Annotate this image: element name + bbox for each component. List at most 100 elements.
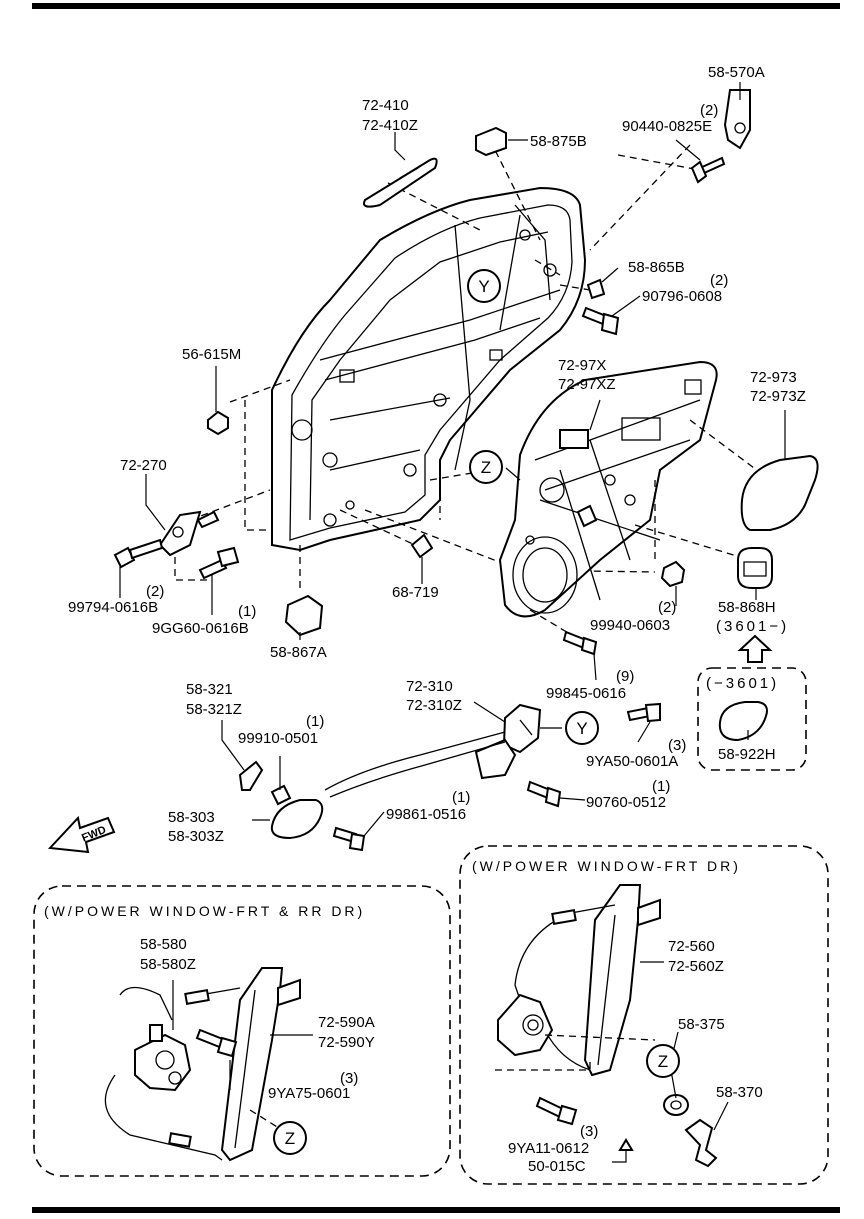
fwd-arrow-icon <box>47 815 116 854</box>
motor-58-580 <box>134 1024 192 1092</box>
screw-9YA75 <box>195 1028 238 1058</box>
label-90760: 90760-0512 <box>586 794 666 811</box>
door-lock-72-310 <box>474 703 542 780</box>
box-title-frt: (W/POWER WINDOW-FRT DR) <box>472 858 741 874</box>
door-inner-panel <box>271 186 587 552</box>
bezel-58-303 <box>270 799 324 840</box>
label-9YA75-qty: (3) <box>340 1070 358 1087</box>
plug-58-922H <box>718 701 768 742</box>
window-regulator-module-plate <box>498 360 718 618</box>
pad-58-875B <box>475 126 507 157</box>
label-99845: 99845-0616 <box>546 685 626 702</box>
svg-text:Z: Z <box>285 1129 295 1148</box>
part-labels: 58-570A (2) 90440-0825E 72-410 72-410Z 5… <box>68 64 806 1175</box>
label-9YA11-qty: (3) <box>580 1123 598 1140</box>
label-58-303: 58-303 <box>168 809 215 826</box>
label-9YA50: 9YA50-0601A <box>586 753 678 770</box>
bracket-50-015C <box>612 1148 627 1163</box>
label-58-868H-range: (3601−) <box>716 618 789 635</box>
label-72-973Z: 72-973Z <box>750 388 806 405</box>
label-58-303Z: 58-303Z <box>168 828 224 845</box>
lock-bracket-72-270 <box>158 510 220 557</box>
label-58-875B: 58-875B <box>530 133 587 150</box>
label-99910: 99910-0501 <box>238 730 318 747</box>
label-72-97X: 72-97X <box>558 357 606 374</box>
label-58-868H: 58-868H <box>718 599 776 616</box>
box-power-window-frt-rr <box>33 885 451 1177</box>
outer-handle <box>363 157 438 208</box>
label-90796-qty: (2) <box>710 272 728 289</box>
label-50-015C: 50-015C <box>528 1158 586 1175</box>
label-72-590A: 72-590A <box>318 1014 375 1031</box>
screw-99861 <box>332 826 366 852</box>
screw-99845 <box>562 630 598 656</box>
label-90760-qty: (1) <box>652 778 670 795</box>
label-90796: 90796-0608 <box>642 288 722 305</box>
callout-z-module: Z <box>469 450 503 484</box>
label-99861: 99861-0516 <box>386 806 466 823</box>
svg-text:Z: Z <box>481 458 491 477</box>
label-99940: 99940-0603 <box>590 617 670 634</box>
clip-58-581 <box>576 504 598 528</box>
bolt-9GG60 <box>198 546 240 580</box>
label-9GG60-qty: (1) <box>238 603 256 620</box>
plug-58-868H <box>737 547 773 589</box>
callout-z-left: Z <box>273 1121 307 1155</box>
label-58-580: 58-580 <box>140 936 187 953</box>
label-58-865B: 58-865B <box>628 259 685 276</box>
manual-gear-50-015C <box>497 993 554 1057</box>
label-72-560: 72-560 <box>668 938 715 955</box>
screw-9YA11 <box>535 1096 578 1126</box>
label-58-867A: 58-867A <box>270 644 327 661</box>
label-68-719: 68-719 <box>392 584 439 601</box>
label-9YA75: 9YA75-0601 <box>268 1085 350 1102</box>
inner-handle-58-321 <box>238 760 264 791</box>
label-99794-qty: (2) <box>146 583 164 600</box>
label-9GG60: 9GG60-0616B <box>152 620 249 637</box>
svg-text:Y: Y <box>478 277 489 296</box>
label-58-321Z: 58-321Z <box>186 701 242 718</box>
label-58-570A: 58-570A <box>708 64 765 81</box>
label-72-270: 72-270 <box>120 457 167 474</box>
nut-99940 <box>660 560 686 588</box>
clip-58-867A <box>284 594 324 637</box>
clip-99910 <box>270 784 292 806</box>
leader-lines <box>119 82 786 1131</box>
callout-y-door: Y <box>467 269 501 303</box>
leader-z-right <box>544 1034 656 1041</box>
label-9YA11: 9YA11-0612 <box>508 1140 589 1157</box>
bolt-90760 <box>526 780 562 808</box>
cover-72-973 <box>740 454 819 531</box>
box-power-window-frt <box>459 845 829 1185</box>
label-72-97XZ: 72-97XZ <box>558 376 616 393</box>
regulator-72-590A <box>104 967 301 1162</box>
label-9YA50-qty: (3) <box>668 737 686 754</box>
arrow-up-small-icon <box>618 1138 634 1151</box>
door-leader-lines <box>174 139 701 590</box>
arrow-up-icon <box>737 634 773 663</box>
svg-text:Y: Y <box>576 719 587 738</box>
label-56-615M: 56-615M <box>182 346 241 363</box>
label-99910-qty: (1) <box>306 713 324 730</box>
label-99845-qty: (9) <box>616 668 634 685</box>
label-90440-qty: (2) <box>700 102 718 119</box>
crank-handle-58-370 <box>684 1118 718 1168</box>
label-58-922H-range: (−3601) <box>706 675 779 692</box>
label-72-973: 72-973 <box>750 369 797 386</box>
label-72-560Z: 72-560Z <box>668 958 724 975</box>
leader-z-left <box>249 1109 283 1131</box>
label-58-370: 58-370 <box>716 1084 763 1101</box>
nut-56-615M <box>207 410 229 436</box>
label-99794: 99794-0616B <box>68 599 158 616</box>
label-99861-qty: (1) <box>452 789 470 806</box>
screw-9YA50 <box>626 702 661 723</box>
box-title-frt-rr: (W/POWER WINDOW-FRT & RR DR) <box>44 903 365 919</box>
striker-58-570A <box>723 89 751 150</box>
leader-9YA11-a <box>495 1060 591 1071</box>
bolt-90440 <box>690 156 726 184</box>
bolt-90796 <box>581 306 620 336</box>
label-72-410Z: 72-410Z <box>362 117 418 134</box>
variant-box-58-922H <box>697 667 807 771</box>
